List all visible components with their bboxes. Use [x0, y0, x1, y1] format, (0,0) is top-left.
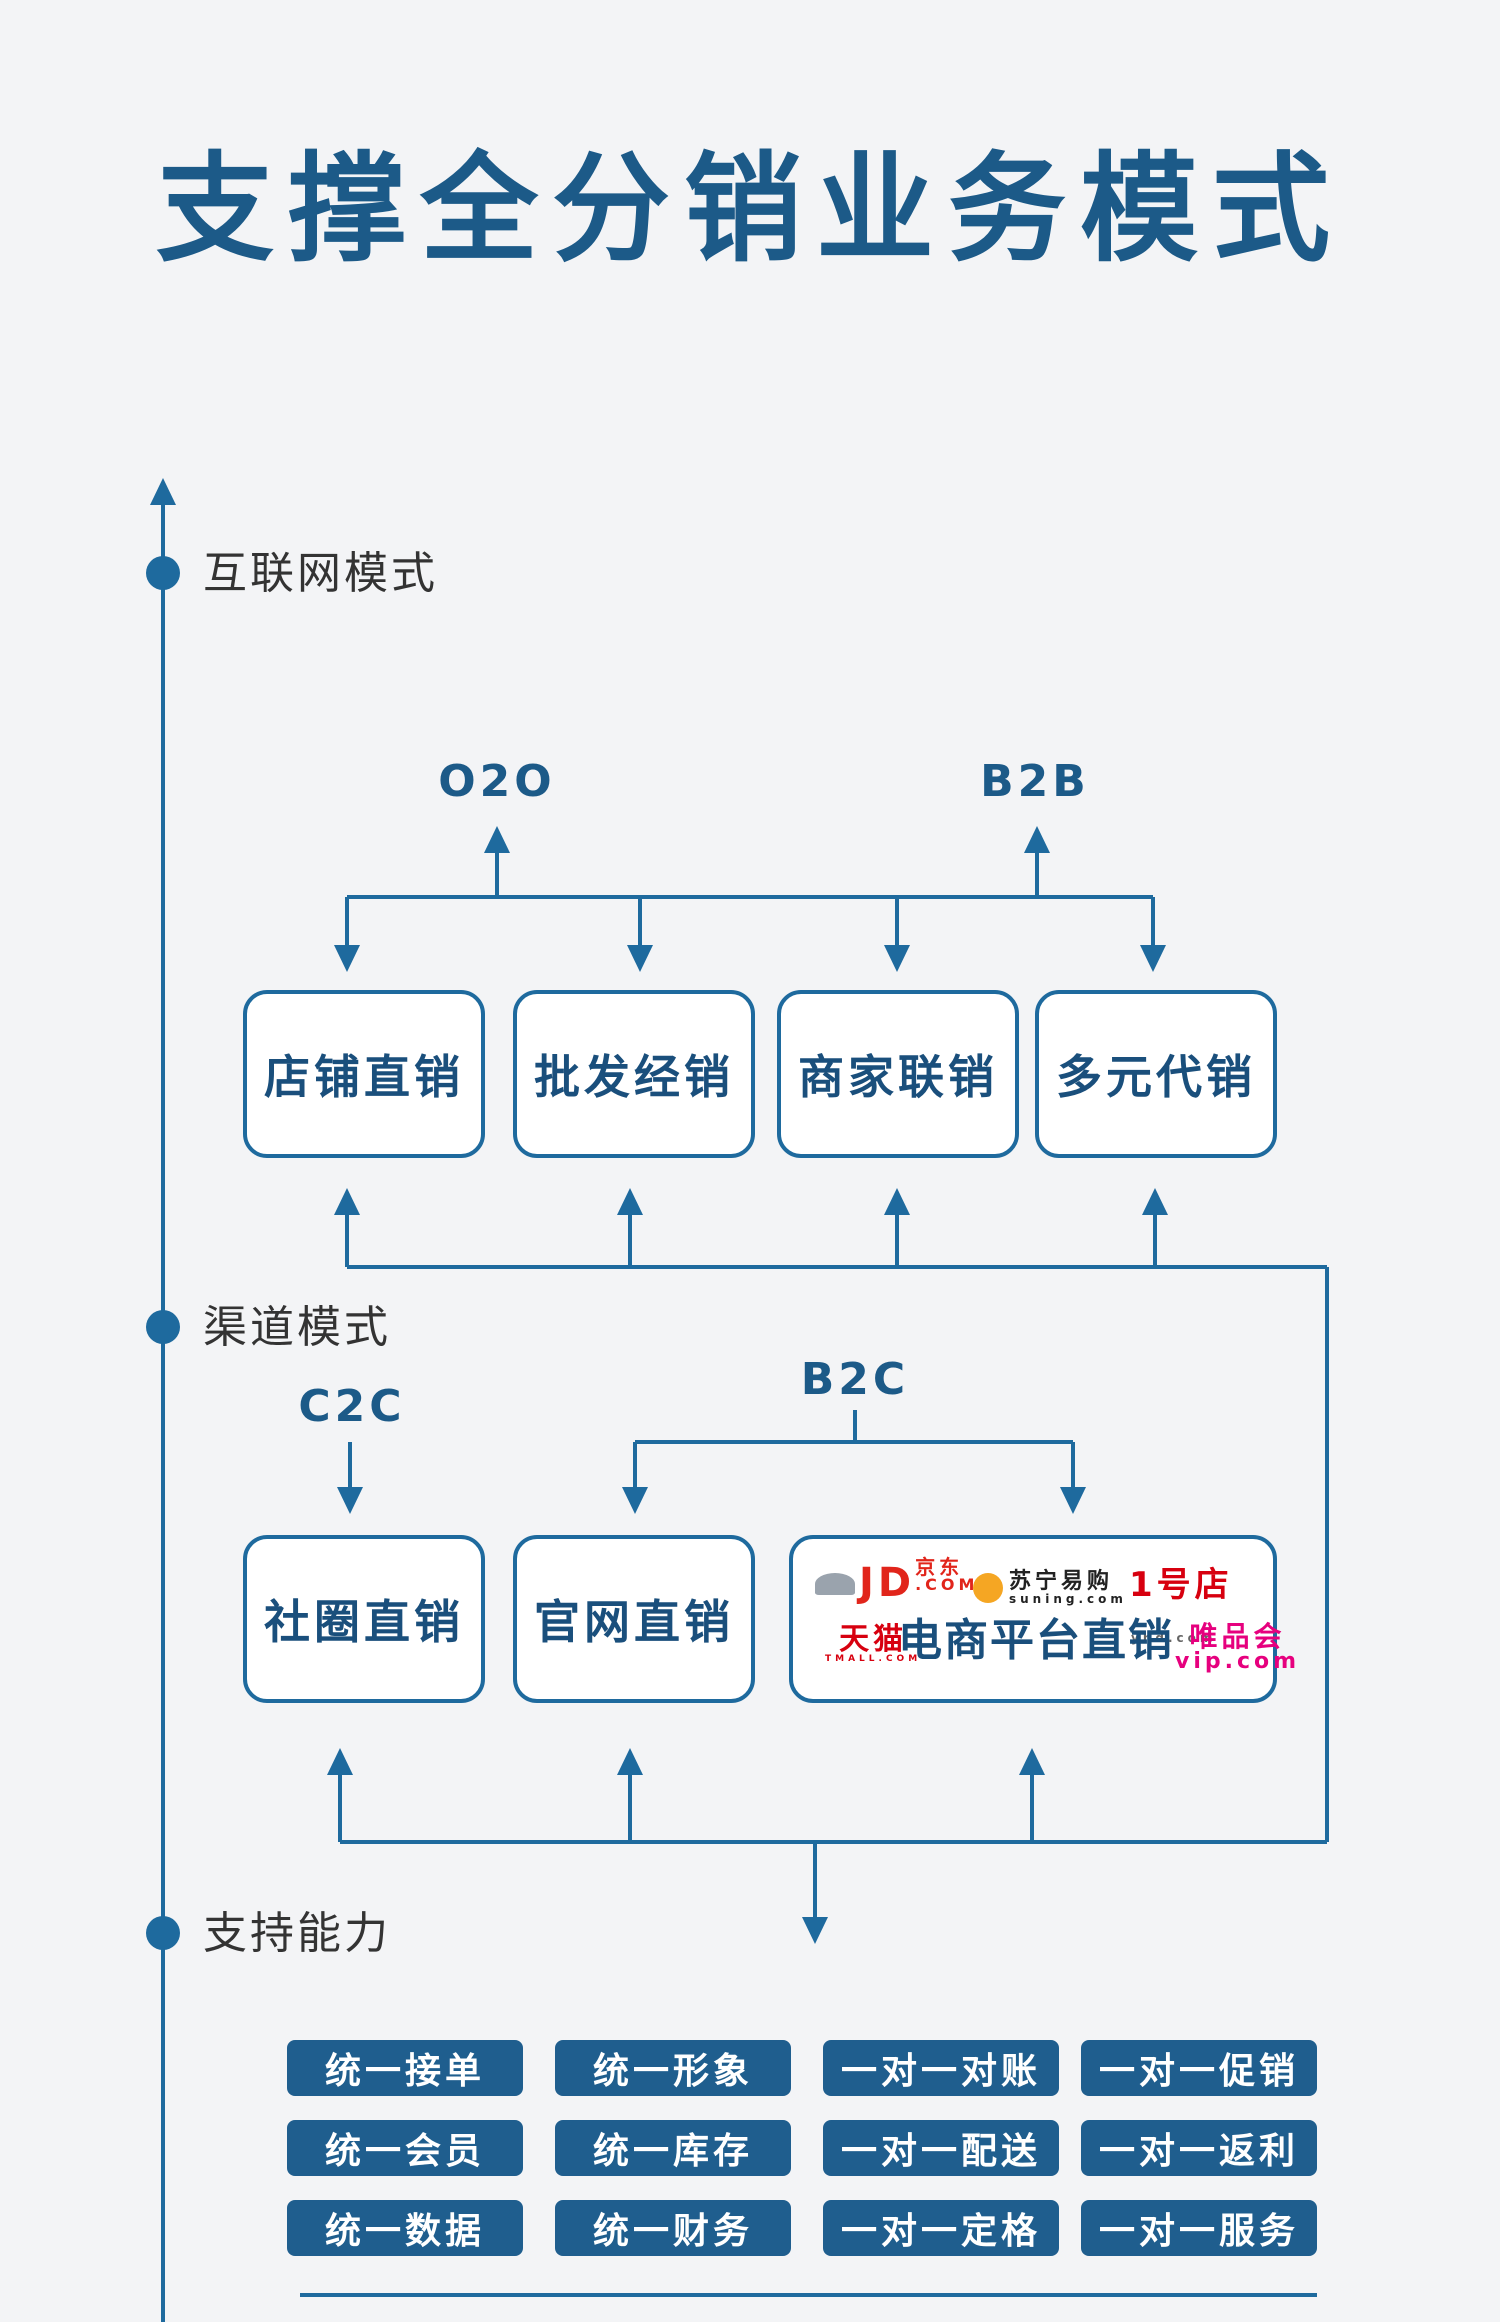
cap-unified-finance: 统一财务	[555, 2200, 791, 2256]
cap-unified-inventory: 统一库存	[555, 2120, 791, 2176]
jd-logo-sub: 京东	[915, 1555, 964, 1579]
cap-service: 一对一服务	[1081, 2200, 1317, 2256]
cap-unified-order: 统一接单	[287, 2040, 523, 2096]
tmall-logo-text: 天猫	[839, 1622, 908, 1657]
jd-logo-com: .COM	[915, 1575, 979, 1594]
cap-promotion: 一对一促销	[1081, 2040, 1317, 2096]
box-store-direct: 店铺直销	[243, 990, 485, 1158]
cap-unified-data: 统一数据	[287, 2200, 523, 2256]
suning-logo-text: 苏宁易购	[1009, 1568, 1114, 1594]
page-title: 支撑全分销业务模式	[155, 140, 1344, 278]
ecommerce-label: 电商平台直销	[898, 1615, 1174, 1666]
section-label-support: 支持能力	[203, 1908, 391, 1959]
section-label-channel: 渠道模式	[203, 1302, 391, 1353]
cap-pricing: 一对一定格	[823, 2200, 1059, 2256]
box-merchant-alliance: 商家联销	[777, 990, 1019, 1158]
tmall-logo-sub: TMALL.COM	[825, 1654, 922, 1664]
vip-logo-text: 唯品会	[1189, 1620, 1286, 1653]
box-social-direct: 社圈直销	[243, 1535, 485, 1703]
flow-label-o2o: O2O	[438, 756, 556, 807]
box-multi-agency: 多元代销	[1035, 990, 1277, 1158]
section-label-internet: 互联网模式	[203, 548, 438, 599]
suning-lion-icon	[973, 1572, 1003, 1603]
jd-dog-icon	[815, 1572, 855, 1595]
box-wholesale: 批发经销	[513, 990, 755, 1158]
yhd-logo: 1号店 yhd.com	[1129, 1557, 1273, 1649]
cap-unified-member: 统一会员	[287, 2120, 523, 2176]
flow-label-b2c: B2C	[800, 1354, 910, 1405]
flow-label-b2b: B2B	[980, 756, 1090, 807]
jd-logo-text: JD	[859, 1560, 916, 1606]
yhd-logo-sub: yhd.com	[1131, 1631, 1217, 1645]
vip-logo-sub: vip.com	[1175, 1649, 1301, 1674]
suning-logo-sub: suning.com	[1009, 1591, 1127, 1606]
cap-reconciliation: 一对一对账	[823, 2040, 1059, 2096]
cap-delivery: 一对一配送	[823, 2120, 1059, 2176]
flow-label-c2c: C2C	[298, 1381, 406, 1432]
yhd-logo-text: 1号店	[1129, 1565, 1233, 1605]
cap-rebate: 一对一返利	[1081, 2120, 1317, 2176]
cap-unified-image: 统一形象	[555, 2040, 791, 2096]
box-official-site-direct: 官网直销	[513, 1535, 755, 1703]
